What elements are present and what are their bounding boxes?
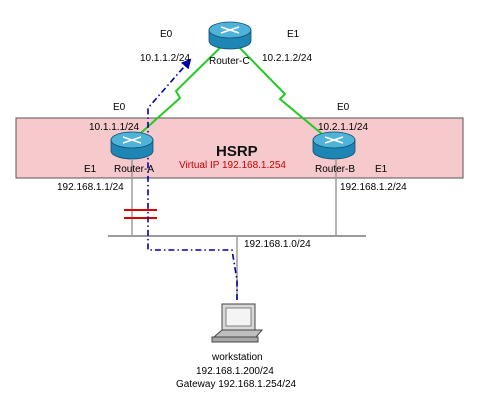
traffic-path [147,58,238,300]
hsrp-title: HSRP [216,143,258,160]
router-b-e1-label: E1 [375,164,388,175]
router-b-e0-ip: 10.2.1.1/24 [318,122,368,133]
router-a-e1-ip: 192.168.1.1/24 [57,182,124,193]
wan-link-a-c [132,37,231,141]
workstation-gateway: Gateway 192.168.1.254/24 [176,379,297,390]
workstation-ip: 192.168.1.200/24 [196,366,274,377]
router-a-name: Router-A [114,164,154,175]
virtual-ip-label: Virtual IP 192.168.1.254 [179,160,286,171]
workstation-name: workstation [211,352,263,363]
router-b-icon [312,131,356,160]
router-c-e0-ip: 10.1.1.2/24 [140,53,190,64]
router-c-name: Router-C [209,56,250,67]
lan-subnet-label: 192.168.1.0/24 [244,239,311,250]
workstation-icon [211,303,264,343]
router-a-icon [110,131,154,160]
wan-link-b-c [229,37,335,145]
router-c-e0-label: E0 [160,29,173,40]
router-b-name: Router-B [315,164,355,175]
router-a-e1-label: E1 [84,164,97,175]
hsrp-group-box [15,117,464,179]
router-b-e0-label: E0 [337,102,350,113]
router-c-e1-label: E1 [287,29,300,40]
router-a-e0-ip: 10.1.1.1/24 [89,122,139,133]
router-a-e0-label: E0 [113,102,126,113]
router-c-e1-ip: 10.2.1.2/24 [262,53,312,64]
link-failure-icon [124,209,157,219]
router-c-icon [208,21,252,50]
router-b-e1-ip: 192.168.1.2/24 [340,182,407,193]
